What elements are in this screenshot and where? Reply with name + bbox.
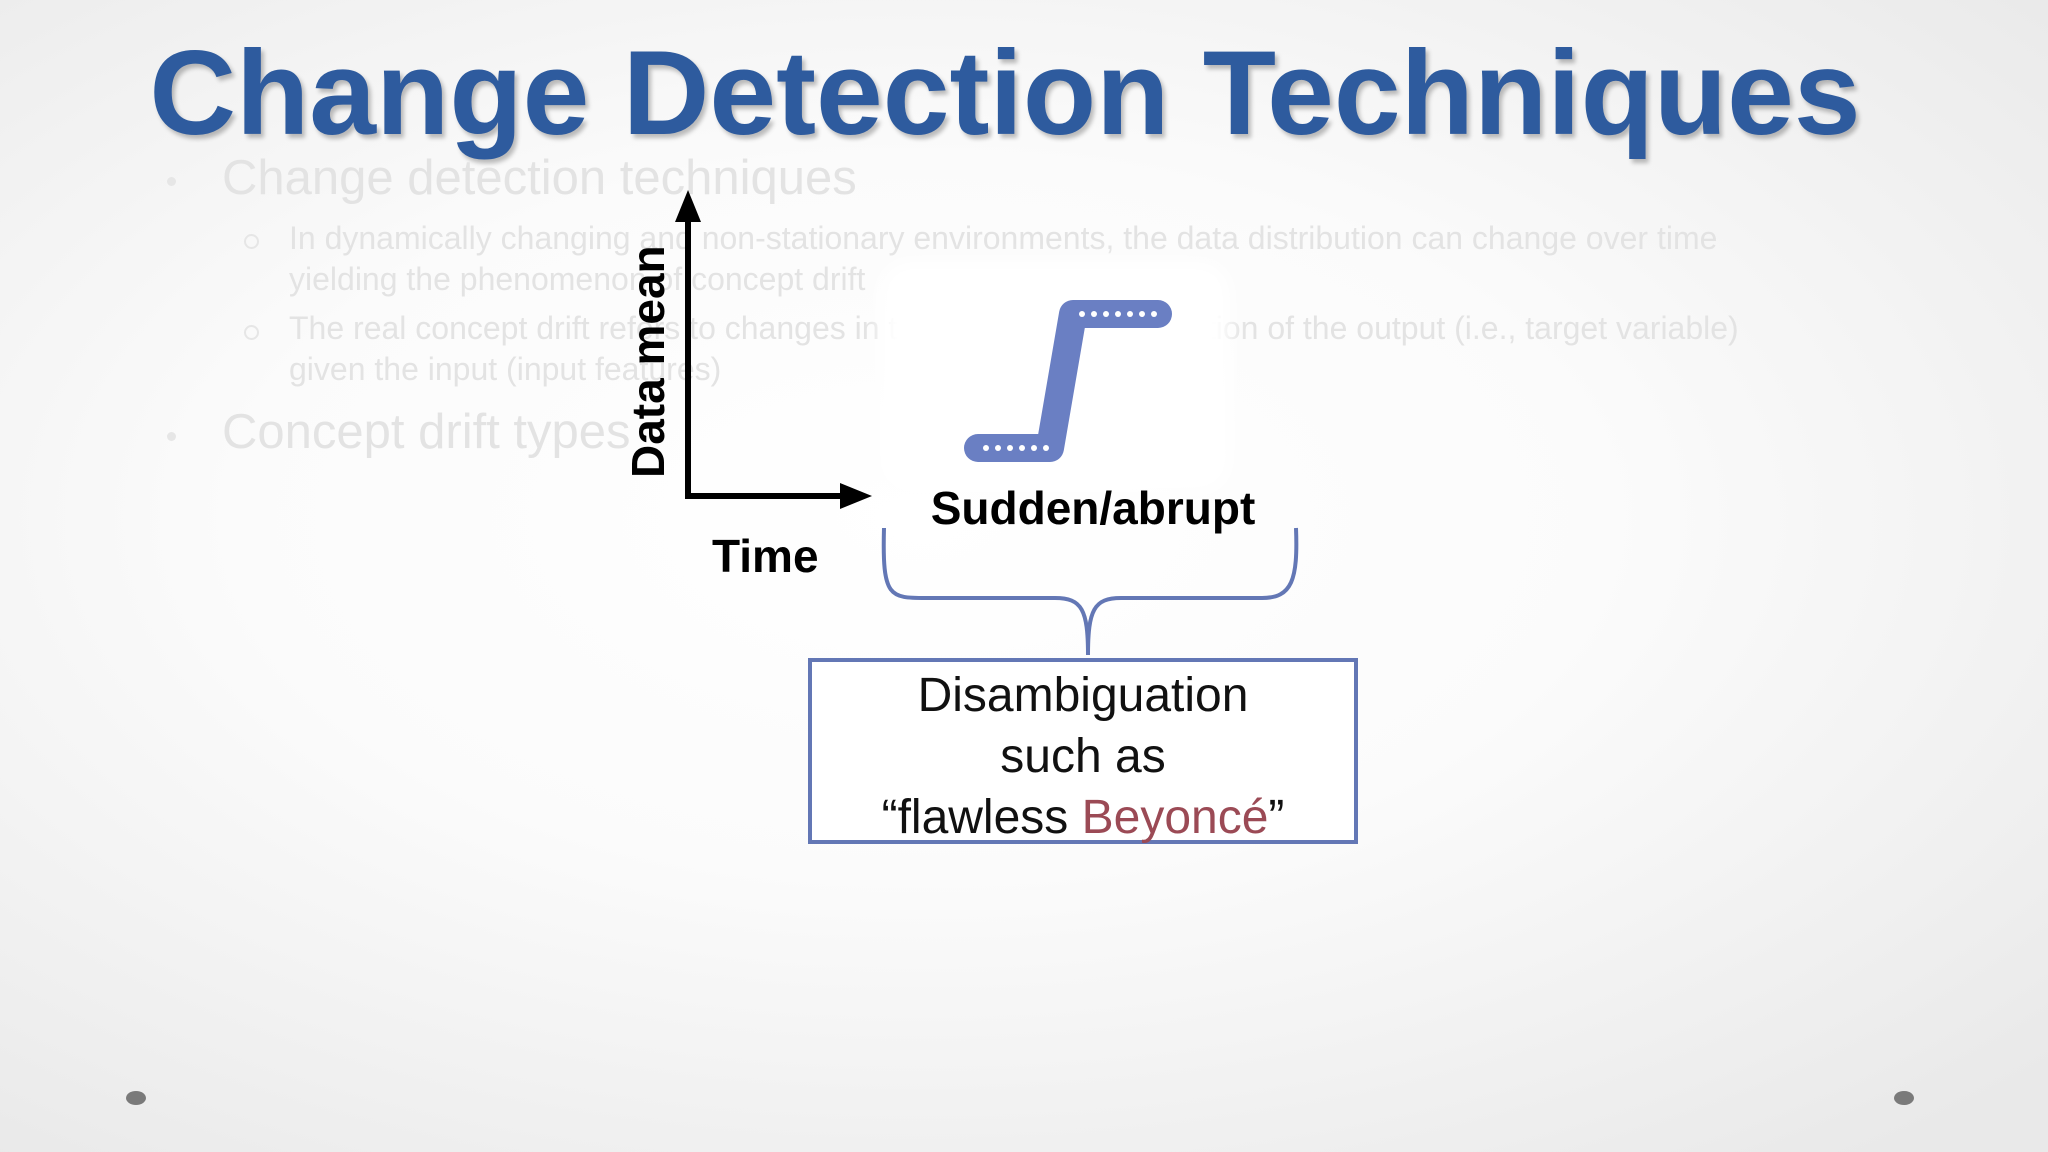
bullet-text: Concept drift types	[222, 405, 631, 459]
sub-bullet-text: yielding the phenomenon of concept drift	[289, 261, 866, 297]
example-box: Disambiguation such as “flawless Beyoncé…	[808, 658, 1358, 844]
box-line-3: “flawless Beyoncé”	[812, 787, 1354, 848]
sudden-drift-line	[964, 300, 1172, 462]
sub-bullet-ring-icon	[244, 234, 259, 249]
slide-title: Change Detection Techniques	[149, 26, 1861, 160]
slide-nav-dot-icon	[126, 1091, 146, 1105]
bullet-dot-icon	[167, 432, 176, 441]
bullet-dot-icon	[167, 177, 176, 186]
box-line-1: Disambiguation	[917, 669, 1249, 722]
curly-brace-icon	[881, 527, 1299, 656]
arrow-right-icon	[840, 483, 872, 509]
box-line-3-suffix: ”	[1268, 791, 1285, 844]
slide-nav-dot-icon	[1894, 1091, 1914, 1105]
y-axis-label: Data mean	[622, 245, 674, 478]
box-line-2: such as	[1000, 730, 1166, 783]
sub-bullet-text: In dynamically changing and non-stationa…	[289, 220, 1718, 256]
box-accent-word: Beyoncé	[1081, 791, 1269, 844]
sub-bullet-text: given the input (input features)	[289, 351, 722, 387]
box-line-3-prefix: “flawless	[881, 791, 1082, 844]
x-axis-label: Time	[712, 530, 819, 582]
arrow-up-icon	[675, 190, 701, 222]
drift-type-label: Sudden/abrupt	[931, 482, 1256, 534]
bullet-text: Change detection techniques	[222, 151, 857, 205]
sub-bullet-ring-icon	[244, 325, 259, 340]
